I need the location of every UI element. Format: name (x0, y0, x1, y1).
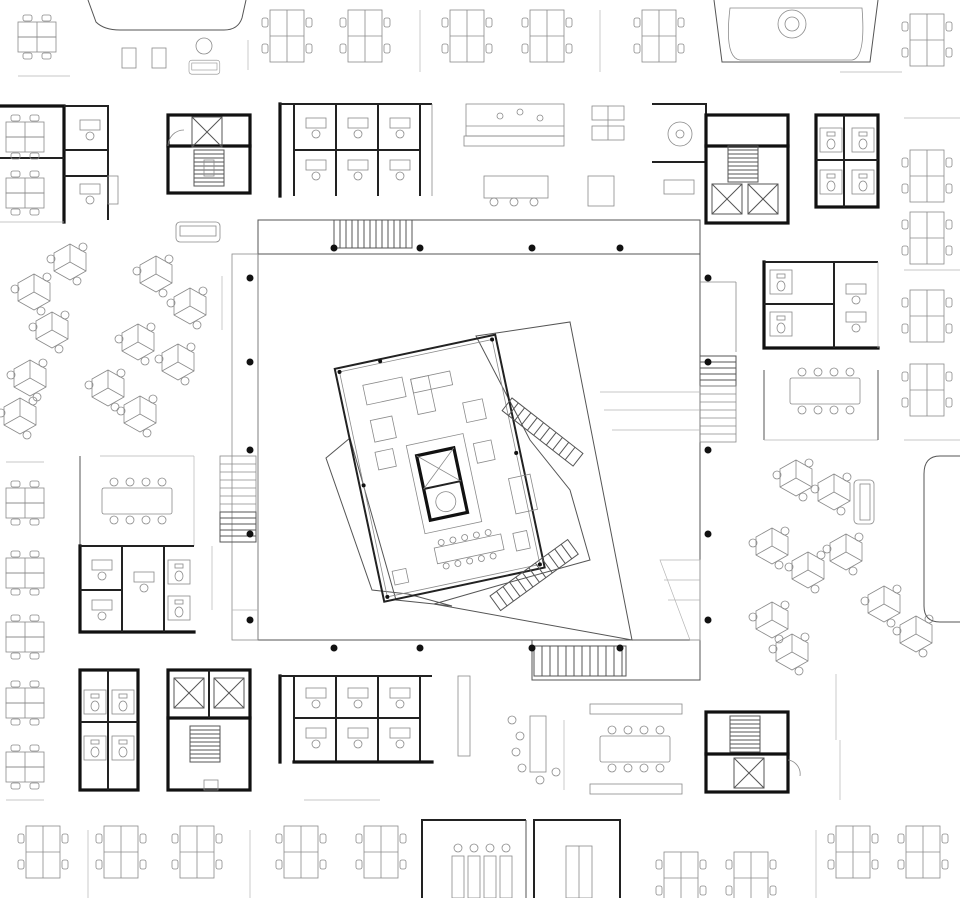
office-cluster-right (762, 260, 880, 350)
office-cluster-upper-left (0, 104, 119, 224)
structural-columns (246, 244, 712, 652)
desk-row-bottom (17, 825, 949, 898)
desk-column-right (901, 117, 960, 441)
core-upper-left (166, 113, 252, 195)
meeting-room-left (79, 455, 195, 546)
atrium (219, 219, 737, 681)
top-strip-furniture (17, 0, 953, 77)
core-upper-right (652, 103, 880, 225)
pinwheel-cluster-right (748, 455, 960, 800)
meeting-rooms-bottom (421, 819, 621, 898)
pinwheel-cluster-left (0, 221, 223, 440)
rotated-floor-plates (325, 321, 633, 641)
desk-column-left (5, 461, 45, 801)
meeting-room-right (763, 367, 879, 441)
core-lower-left (78, 668, 252, 792)
office-row-lower-center (278, 674, 434, 801)
kitchen-lounge-upper (463, 103, 625, 207)
office-cluster-lower-left (78, 544, 213, 634)
lounge-lower (457, 675, 683, 795)
office-row-upper-center (278, 102, 433, 198)
core-lower-right (704, 710, 801, 794)
